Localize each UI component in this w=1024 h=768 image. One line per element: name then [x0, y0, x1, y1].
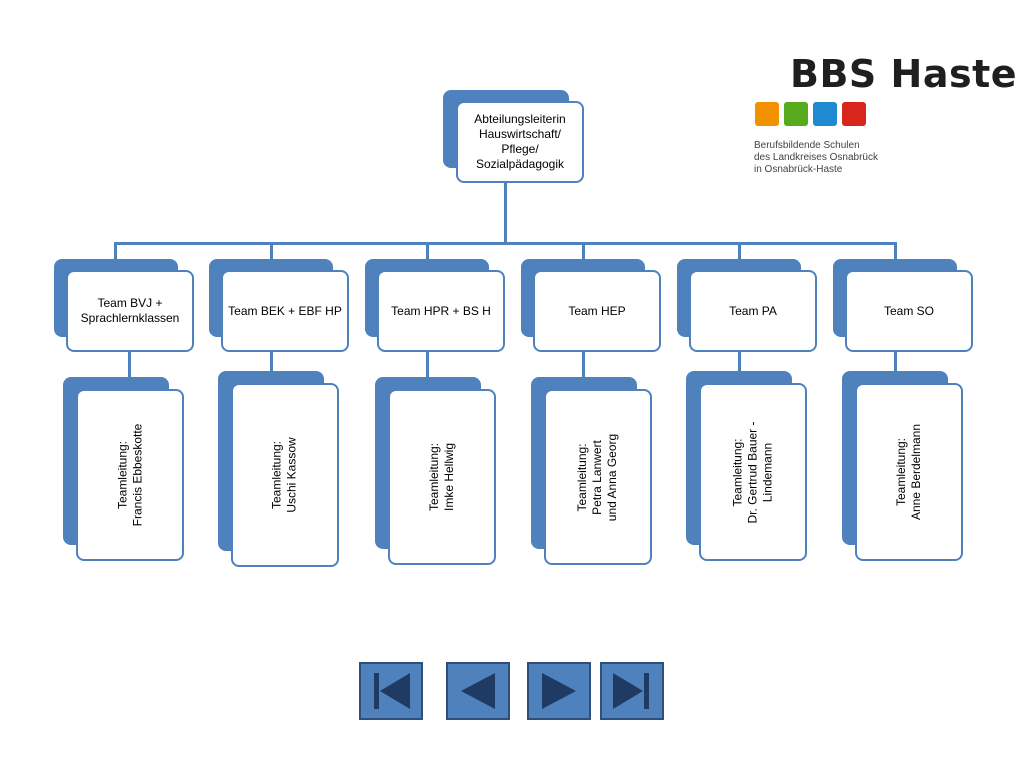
lead-connector — [270, 352, 273, 372]
team-connector — [894, 242, 897, 260]
lead-connector — [582, 352, 585, 378]
lead-node: Teamleitung: Uschi Kassow — [231, 383, 339, 567]
team-node: Team HEP — [533, 270, 661, 352]
team-name-line: Team SO — [883, 303, 934, 318]
lead-name-line: Anne Berdelmann — [908, 423, 923, 521]
lead-name-line: und Anna Georg — [605, 433, 620, 521]
logo-subtitle-line: des Landkreises Osnabrück — [754, 152, 878, 163]
logo-square-red — [842, 102, 866, 126]
logo-square-blue — [813, 102, 837, 126]
lead-name-line: Lindemann — [760, 442, 775, 502]
first-slide-button[interactable] — [359, 662, 423, 720]
logo-subtitle-line: Berufsbildende Schulen — [754, 140, 860, 151]
team-name-line: Team HPR + BS H — [391, 303, 491, 318]
team-connector — [270, 242, 273, 260]
root-node-line: Pflege/ — [501, 142, 539, 156]
lead-node: Teamleitung: Dr. Gertrud Bauer - Lindema… — [699, 383, 807, 561]
lead-text: Teamleitung: Francis Ebbeskotte — [115, 424, 145, 527]
logo-subtitle-line: in Osnabrück-Haste — [754, 164, 843, 175]
lead-name-line: Petra Lanwert — [590, 439, 605, 515]
lead-text: Teamleitung: Uschi Kassow — [270, 437, 300, 512]
last-slide-button[interactable] — [600, 662, 664, 720]
root-node-line: Sozialpädagogik — [475, 157, 565, 171]
lead-name-line: Francis Ebbeskotte — [130, 423, 144, 527]
triangle-left-icon — [461, 673, 495, 709]
team-node: Team BVJ + Sprachlernklassen — [66, 270, 194, 352]
team-name-line: Team HEP — [568, 303, 626, 318]
lead-text: Teamleitung: Dr. Gertrud Bauer - Lindema… — [730, 421, 775, 523]
root-connector — [504, 180, 507, 244]
previous-slide-button[interactable] — [446, 662, 510, 720]
triangle-right-icon — [542, 673, 576, 709]
lead-node: Teamleitung: Petra Lanwert und Anna Geor… — [544, 389, 652, 565]
lead-label: Teamleitung: — [730, 437, 745, 507]
lead-label: Teamleitung: — [426, 442, 441, 512]
lead-text: Teamleitung: Anne Berdelmann — [894, 424, 924, 520]
lead-label: Teamleitung: — [269, 440, 284, 510]
team-name-line: Sprachlernklassen — [80, 311, 180, 325]
root-node: Abteilungsleiterin Hauswirtschaft/ Pfleg… — [456, 101, 584, 183]
logo-title: BBS Haste — [790, 52, 1018, 96]
logo-square-orange — [755, 102, 779, 126]
logo-subtitle: Berufsbildende Schulen des Landkreises O… — [754, 140, 878, 176]
team-node: Team PA — [689, 270, 817, 352]
lead-text: Teamleitung: Petra Lanwert und Anna Geor… — [576, 433, 621, 520]
lead-connector — [894, 352, 897, 372]
next-slide-button[interactable] — [527, 662, 591, 720]
horizontal-connector — [114, 242, 896, 245]
team-connector — [426, 242, 429, 260]
team-connector — [114, 242, 117, 260]
lead-connector — [738, 352, 741, 372]
lead-label: Teamleitung: — [115, 440, 129, 510]
lead-name-line: Uschi Kassow — [284, 437, 299, 513]
skip-last-icon — [613, 673, 649, 709]
lead-node: Teamleitung: Anne Berdelmann — [855, 383, 963, 561]
lead-node: Teamleitung: Francis Ebbeskotte — [76, 389, 184, 561]
lead-name-line: Dr. Gertrud Bauer - — [745, 420, 760, 524]
team-node: Team SO — [845, 270, 973, 352]
team-node: Team HPR + BS H — [377, 270, 505, 352]
lead-text: Teamleitung: Imke Hellwig — [427, 443, 457, 511]
root-node-line: Hauswirtschaft/ — [478, 127, 561, 141]
lead-connector — [426, 352, 429, 378]
team-node: Team BEK + EBF HP — [221, 270, 349, 352]
lead-connector — [128, 352, 131, 378]
skip-first-icon — [374, 673, 410, 709]
team-connector — [582, 242, 585, 260]
lead-name-line: Imke Hellwig — [441, 442, 456, 512]
team-name-line: Team BVJ + — [97, 296, 163, 310]
logo-square-green — [784, 102, 808, 126]
root-node-line: Abteilungsleiterin — [474, 112, 566, 126]
team-connector — [738, 242, 741, 260]
team-name-line: Team BEK + EBF HP — [228, 303, 342, 318]
lead-label: Teamleitung: — [893, 437, 908, 507]
lead-node: Teamleitung: Imke Hellwig — [388, 389, 496, 565]
team-name-line: Team PA — [729, 303, 777, 318]
lead-label: Teamleitung: — [575, 442, 590, 512]
